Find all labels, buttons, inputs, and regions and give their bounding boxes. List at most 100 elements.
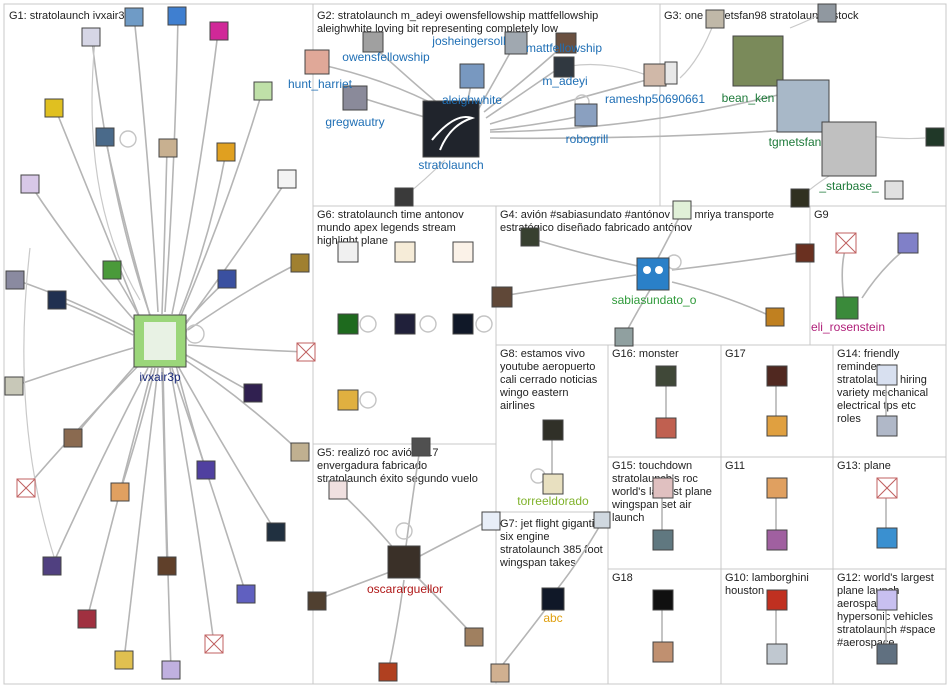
- node-avatar[interactable]: [196, 460, 216, 480]
- node-avatar[interactable]: [490, 663, 510, 683]
- node-avatar[interactable]: [553, 56, 575, 78]
- node-avatar[interactable]: [481, 511, 501, 531]
- node-avatar[interactable]: [459, 63, 485, 89]
- node-avatar[interactable]: [290, 253, 310, 273]
- node-avatar[interactable]: [209, 21, 229, 41]
- node-avatar[interactable]: [652, 477, 674, 499]
- node-avatar[interactable]: [884, 180, 904, 200]
- node-avatar[interactable]: [452, 241, 474, 263]
- node-avatar[interactable]: [652, 529, 674, 551]
- node-avatar[interactable]: [44, 98, 64, 118]
- node-avatar[interactable]: [766, 365, 788, 387]
- node-avatar[interactable]: [766, 529, 788, 551]
- node-avatar[interactable]: [765, 307, 785, 327]
- node-avatar[interactable]: [342, 85, 368, 111]
- node-avatar[interactable]: [655, 417, 677, 439]
- node-label-aleighwhite[interactable]: aleighwhite: [442, 93, 502, 107]
- node-avatar[interactable]: [705, 9, 725, 29]
- node-avatar[interactable]: [776, 79, 830, 133]
- node-avatar[interactable]: [47, 290, 67, 310]
- node-avatar[interactable]: [766, 415, 788, 437]
- node-avatar[interactable]: [411, 437, 431, 457]
- node-avatar[interactable]: [161, 660, 181, 680]
- node-avatar[interactable]: [337, 389, 359, 411]
- node-avatar[interactable]: [387, 545, 421, 579]
- node-avatar[interactable]: [925, 127, 945, 147]
- node-avatar[interactable]: [643, 63, 667, 87]
- node-avatar[interactable]: [821, 121, 877, 177]
- node-avatar[interactable]: [243, 383, 263, 403]
- node-avatar[interactable]: [236, 584, 256, 604]
- node-avatar[interactable]: [574, 103, 598, 127]
- node-avatar[interactable]: [655, 365, 677, 387]
- node-avatar[interactable]: [290, 442, 310, 462]
- node-avatar[interactable]: [614, 327, 634, 347]
- node-avatar[interactable]: [95, 127, 115, 147]
- node-label-m_adeyi[interactable]: m_adeyi: [542, 74, 587, 88]
- node-label-sabiasundato_o[interactable]: sabiasundato_o: [612, 293, 697, 307]
- node-avatar[interactable]: [394, 187, 414, 207]
- node-label-oscararguellor[interactable]: oscararguellor: [367, 582, 443, 596]
- node-avatar[interactable]: [158, 138, 178, 158]
- node-label-gregwautry[interactable]: gregwautry: [325, 115, 384, 129]
- node-label-owensfellowship[interactable]: owensfellowship: [342, 50, 430, 64]
- node-avatar[interactable]: [63, 428, 83, 448]
- node-avatar[interactable]: [542, 473, 564, 495]
- node-avatar[interactable]: [378, 662, 398, 682]
- node-avatar[interactable]: [504, 31, 528, 55]
- node-avatar[interactable]: [5, 270, 25, 290]
- node-avatar[interactable]: [394, 241, 416, 263]
- node-avatar[interactable]: [593, 511, 611, 529]
- node-avatar[interactable]: [114, 650, 134, 670]
- node-label-rameshp50690661[interactable]: rameshp50690661: [605, 92, 705, 106]
- node-avatar[interactable]: [790, 188, 810, 208]
- node-avatar[interactable]: [817, 3, 837, 23]
- node-avatar[interactable]: [124, 7, 144, 27]
- node-avatar[interactable]: [452, 313, 474, 335]
- node-avatar[interactable]: [217, 269, 237, 289]
- node-avatar[interactable]: [216, 142, 236, 162]
- node-avatar[interactable]: [766, 477, 788, 499]
- node-avatar[interactable]: [4, 376, 24, 396]
- node-avatar[interactable]: [422, 100, 480, 158]
- node-avatar[interactable]: [876, 527, 898, 549]
- node-avatar[interactable]: [876, 643, 898, 665]
- node-avatar[interactable]: [795, 243, 815, 263]
- node-avatar[interactable]: [555, 32, 577, 54]
- node-avatar[interactable]: [337, 313, 359, 335]
- node-avatar[interactable]: [732, 35, 784, 87]
- node-avatar[interactable]: [897, 232, 919, 254]
- node-avatar[interactable]: [876, 415, 898, 437]
- node-avatar[interactable]: [102, 260, 122, 280]
- node-avatar[interactable]: [766, 589, 788, 611]
- node-avatar[interactable]: [664, 61, 678, 85]
- node-avatar[interactable]: [652, 641, 674, 663]
- node-avatar[interactable]: [77, 609, 97, 629]
- node-avatar[interactable]: [307, 591, 327, 611]
- node-avatar[interactable]: [652, 589, 674, 611]
- node-avatar[interactable]: [157, 556, 177, 576]
- node-label-robogrill[interactable]: robogrill: [566, 132, 609, 146]
- node-label-eli_rosenstein[interactable]: eli_rosenstein: [811, 320, 885, 334]
- node-label-bean_ken[interactable]: bean_ken: [722, 91, 775, 105]
- node-label-josheingersoll[interactable]: josheingersoll: [431, 34, 505, 48]
- node-avatar[interactable]: [541, 587, 565, 611]
- node-label-torreeldorado[interactable]: torreeldorado: [517, 494, 589, 508]
- node-avatar[interactable]: [81, 27, 101, 47]
- node-avatar[interactable]: [277, 169, 297, 189]
- node-avatar[interactable]: [394, 313, 416, 335]
- node-label-mattfellowship[interactable]: mattfellowship: [526, 41, 602, 55]
- node-label-hunt_harriet[interactable]: hunt_harriet: [288, 77, 353, 91]
- node-avatar[interactable]: [542, 419, 564, 441]
- node-avatar[interactable]: [20, 174, 40, 194]
- node-label-starbase[interactable]: _starbase_: [818, 179, 879, 193]
- node-avatar[interactable]: [362, 31, 384, 53]
- node-avatar[interactable]: [266, 522, 286, 542]
- node-avatar[interactable]: [328, 480, 348, 500]
- node-avatar[interactable]: [42, 556, 62, 576]
- node-label-ivxair3p[interactable]: ivxair3p: [139, 370, 181, 384]
- node-avatar[interactable]: [304, 49, 330, 75]
- node-avatar[interactable]: [766, 643, 788, 665]
- node-avatar[interactable]: [672, 200, 692, 220]
- node-avatar[interactable]: [167, 6, 187, 26]
